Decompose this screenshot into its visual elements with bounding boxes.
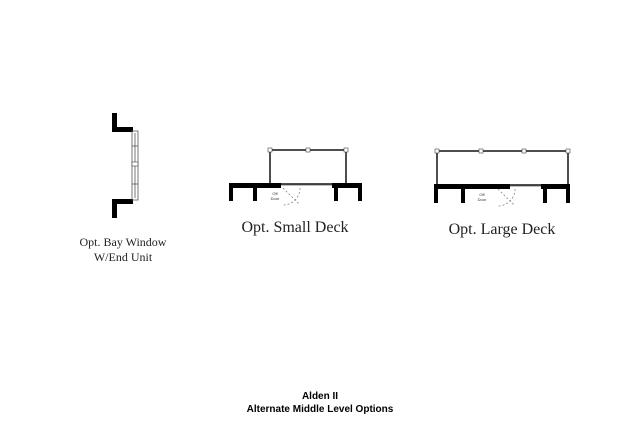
bay-window-plan [112,113,139,218]
plan-subtitle: Alternate Middle Level Options [247,404,394,415]
large-deck-post [521,148,527,154]
small-deck-label: Opt. Small Deck [241,219,348,236]
large-deck-post [565,148,571,154]
large-deck-door-label-line2: Door [478,197,487,202]
large-deck-house-wall [541,184,570,189]
small-deck-house-wall [332,183,362,188]
large-deck-wall-stub [434,184,438,203]
large-deck-wall-stub [566,184,570,203]
large-deck-post [478,148,484,154]
small-deck-door-label-line1: Off [272,191,278,196]
bay-window-bottom-wall [112,199,133,218]
large-deck-wall-stub [543,184,547,203]
small-deck-door-label-line2: Door [271,196,280,201]
large-deck-door-label-line1: Off [479,192,485,197]
large-deck-house-wall [434,184,510,189]
small-deck-plan: Off Door [229,147,362,206]
small-deck-wall-stub [253,183,257,201]
large-deck-door-swing [497,188,516,207]
bay-window-label-line1: Opt. Bay Window [80,235,167,249]
large-deck-outline [436,150,569,186]
small-deck-wall-stub [334,183,338,201]
small-deck-outline [269,149,347,185]
small-deck-wall-stub [229,183,233,201]
small-deck-door-swing [282,187,301,206]
large-deck-label: Opt. Large Deck [449,221,556,238]
large-deck-post [434,148,440,154]
small-deck-post [343,147,349,153]
bay-window-top-wall [112,113,133,132]
bay-window-mullion [131,161,139,167]
bay-window-label-line2: W/End Unit [94,250,153,264]
large-deck-wall-stub [461,184,465,203]
model-name: Alden II [302,391,338,402]
small-deck-post [267,147,273,153]
small-deck-post [305,147,311,153]
small-deck-wall-stub [358,183,362,201]
large-deck-plan: Off Door [434,148,571,207]
